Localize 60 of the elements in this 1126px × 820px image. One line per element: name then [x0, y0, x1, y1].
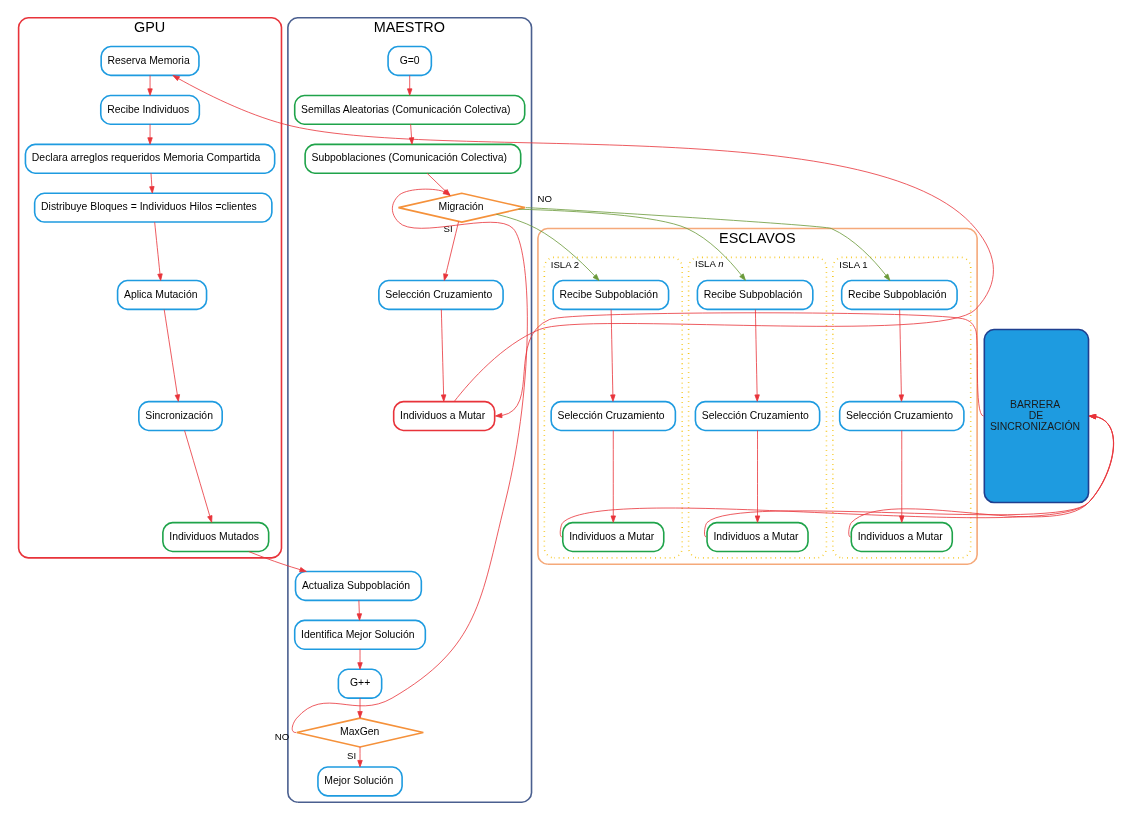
node-box: Selección Cruzamiento: [838, 400, 965, 432]
edge-label: NO: [537, 193, 552, 205]
node-box: Individuos a Mutar: [562, 521, 665, 553]
node-box: Recibe Individuos: [99, 94, 201, 126]
arrow: [357, 648, 363, 670]
node-box: Recibe Subpoblación: [840, 279, 958, 311]
node-box: Selección Cruzamiento: [550, 400, 677, 432]
arrow: [147, 123, 153, 145]
node-box: Distribuye Bloques = Individuos Hilos =clientes: [33, 192, 273, 223]
node-box: Semillas Aleatorias (Comunicación Colectiva): [293, 94, 526, 126]
node-box: Recibe Subpoblación: [696, 279, 814, 311]
node-diamond: MaxGen: [295, 717, 425, 748]
arrow: [610, 430, 616, 523]
arrow: [517, 208, 746, 281]
arrow: [898, 309, 904, 402]
node-box: Reserva Memoria: [100, 45, 200, 77]
node-box: Sincronización: [138, 400, 223, 432]
node-box: Aplica Mutación: [116, 279, 208, 311]
arrow: [184, 430, 213, 523]
arrow: [357, 746, 363, 768]
node-box: Individuos a Mutar: [392, 400, 496, 432]
arrow: [443, 221, 460, 281]
node-box: Selección Cruzamiento: [694, 400, 821, 432]
node-box: Individuos a Mutar: [850, 521, 954, 553]
node-box: Actualiza Subpoblación: [294, 570, 423, 602]
arrow: [147, 75, 153, 96]
node-box: Recibe Subpoblación: [552, 279, 670, 311]
arrow: [248, 551, 307, 573]
arrow: [754, 309, 760, 402]
node-box: Declara arreglos requeridos Memoria Compartida: [24, 143, 276, 174]
arrow: [610, 309, 616, 402]
arrow: [172, 75, 994, 402]
node-box: Individuos a Mutar: [706, 521, 809, 553]
node-box: Mejor Solución: [317, 766, 403, 797]
arrow: [559, 414, 1115, 538]
node-diamond: Migración: [397, 192, 526, 223]
node-box: Individuos Mutados: [162, 521, 270, 553]
edge-label: SI: [346, 750, 357, 762]
arrow: [440, 309, 447, 402]
arrow: [495, 312, 984, 419]
node-box: G=0: [387, 45, 433, 77]
node-box: Subpoblaciones (Comunicación Colectiva): [304, 143, 522, 174]
arrow: [154, 221, 163, 281]
arrow: [163, 309, 180, 402]
arrow: [754, 430, 761, 523]
arrow: [408, 123, 415, 145]
arrow: [149, 172, 155, 194]
arrow: [848, 414, 1114, 538]
node-box: BARRERA DE SINCRONIZACIÓN: [983, 328, 1090, 504]
arrow: [357, 697, 363, 719]
arrow: [899, 430, 905, 523]
arrow: [356, 600, 362, 621]
arrow: [496, 213, 600, 281]
edge-label: SI: [443, 222, 453, 234]
arrow: [407, 75, 413, 96]
arrow: [525, 207, 891, 281]
node-box: Selección Cruzamiento: [378, 279, 504, 311]
arrow: [704, 414, 1114, 538]
node-box: G++: [337, 668, 383, 699]
node-box: Identifica Mejor Solución: [293, 619, 427, 650]
